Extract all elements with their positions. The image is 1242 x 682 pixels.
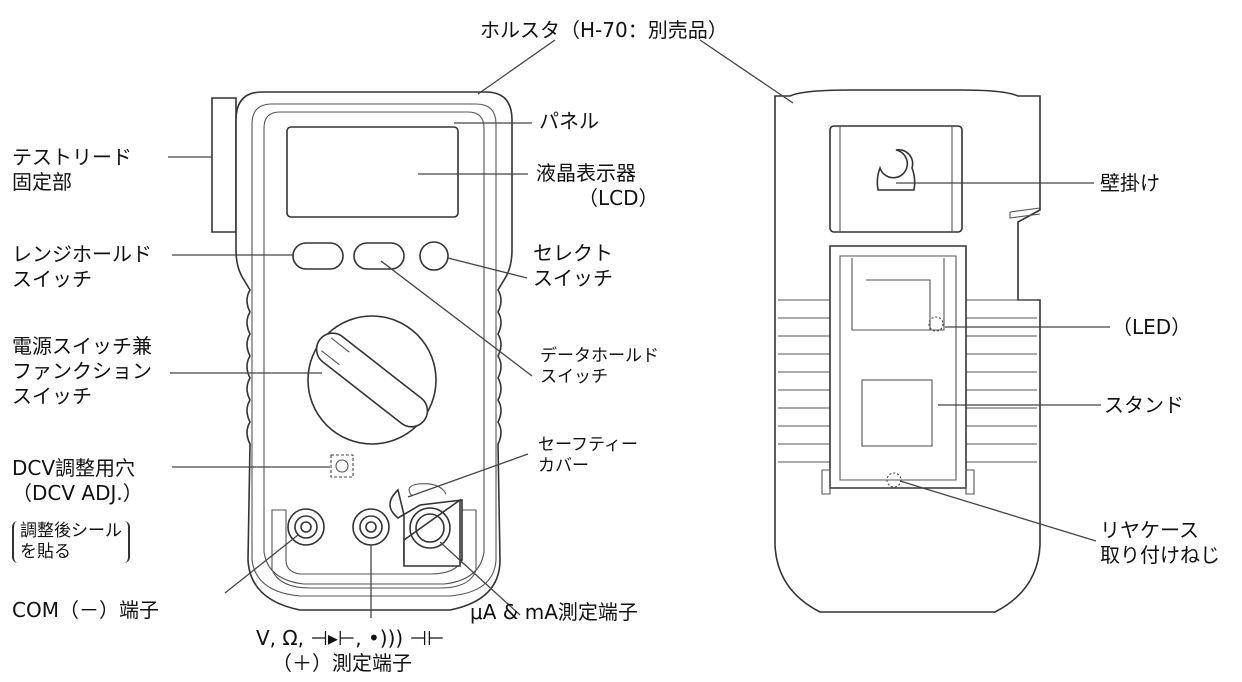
grip-ribs (778, 299, 1037, 463)
label-select-line2: スイッチ (533, 266, 613, 290)
dial-knob (315, 332, 429, 428)
label-test-lead-holder-line2: 固定部 (12, 170, 72, 194)
stand (829, 245, 967, 489)
range-hold-button (292, 242, 344, 270)
data-hold-button (353, 242, 405, 270)
label-holster: ホルスタ（H-70：別売品） (480, 18, 728, 42)
label-select-line1: セレクト (533, 241, 613, 265)
wall-hang-recess (829, 125, 963, 233)
label-seal-line2: を貼る (20, 542, 71, 562)
label-range-hold-line1: レンジホールド (12, 242, 152, 266)
label-stand: スタンド (1104, 393, 1184, 417)
label-dcv-adj-line2: （DCV ADJ.） (12, 481, 143, 505)
label-wall-hang: 壁掛け (1100, 171, 1160, 195)
label-plus-terminal-line2: （＋）測定端子 (272, 651, 412, 675)
lcd-display (286, 126, 459, 218)
label-rear-screw-line2: 取り付けねじ (1100, 543, 1220, 567)
test-lead-holder (211, 97, 237, 233)
label-data-hold-line1: データホールド (540, 346, 659, 366)
label-seal: 調整後シール を貼る (12, 521, 130, 563)
label-seal-line1: 調整後シール (20, 521, 122, 541)
label-test-lead-holder-line1: テストリード (12, 145, 132, 169)
dcv-adj-hole (330, 454, 354, 478)
ua-ma-terminal (409, 507, 451, 549)
back-view (774, 89, 1041, 613)
keyhole-icon (876, 148, 916, 191)
label-data-hold-line2: スイッチ (540, 367, 608, 387)
label-data-hold: データホールド スイッチ (540, 346, 659, 388)
label-dcv-adj-line1: DCV調整用穴 (12, 456, 136, 480)
label-lcd: 液晶表示器 （LCD） (536, 161, 659, 211)
label-com-terminal: COM（－）端子 (12, 598, 159, 622)
label-rear-screw: リヤケース 取り付けねじ (1100, 518, 1220, 568)
front-view (211, 91, 513, 611)
label-power-function-line1: 電源スイッチ兼 (12, 334, 152, 358)
led-indicator (928, 316, 944, 332)
rear-case-screw (886, 472, 902, 488)
label-safety-cover-line1: セーフティー (538, 435, 638, 455)
label-range-hold-line2: スイッチ (12, 267, 92, 291)
label-panel: パネル (539, 109, 599, 133)
label-select: セレクト スイッチ (533, 241, 613, 291)
label-led: （LED） (1112, 315, 1192, 339)
label-rear-screw-line1: リヤケース (1100, 518, 1199, 542)
label-lcd-line2: （LCD） (578, 186, 659, 210)
label-plus-terminal-line1: V, Ω, ⊣▸⊢, •))) ⊣⊢ (256, 626, 445, 650)
select-button (419, 241, 449, 271)
label-ua-ma-terminal: μA & mA測定端子 (470, 600, 638, 624)
label-lcd-line1: 液晶表示器 (536, 161, 636, 185)
function-dial (307, 315, 437, 445)
com-terminal (287, 508, 325, 546)
leader-lines (168, 39, 1110, 618)
label-safety-cover-line2: カバー (538, 456, 589, 476)
label-test-lead-holder: テストリード 固定部 (12, 145, 132, 195)
label-range-hold: レンジホールド スイッチ (12, 242, 152, 292)
label-power-function-line2: ファンクション (12, 359, 152, 383)
holster-front (235, 91, 513, 611)
label-safety-cover: セーフティー カバー (538, 435, 638, 477)
label-power-function-line3: スイッチ (12, 384, 92, 408)
label-power-function: 電源スイッチ兼 ファンクション スイッチ (12, 334, 152, 409)
label-plus-terminal: V, Ω, ⊣▸⊢, •))) ⊣⊢ （＋）測定端子 (256, 626, 444, 676)
label-dcv-adj: DCV調整用穴 （DCV ADJ.） (12, 456, 143, 506)
